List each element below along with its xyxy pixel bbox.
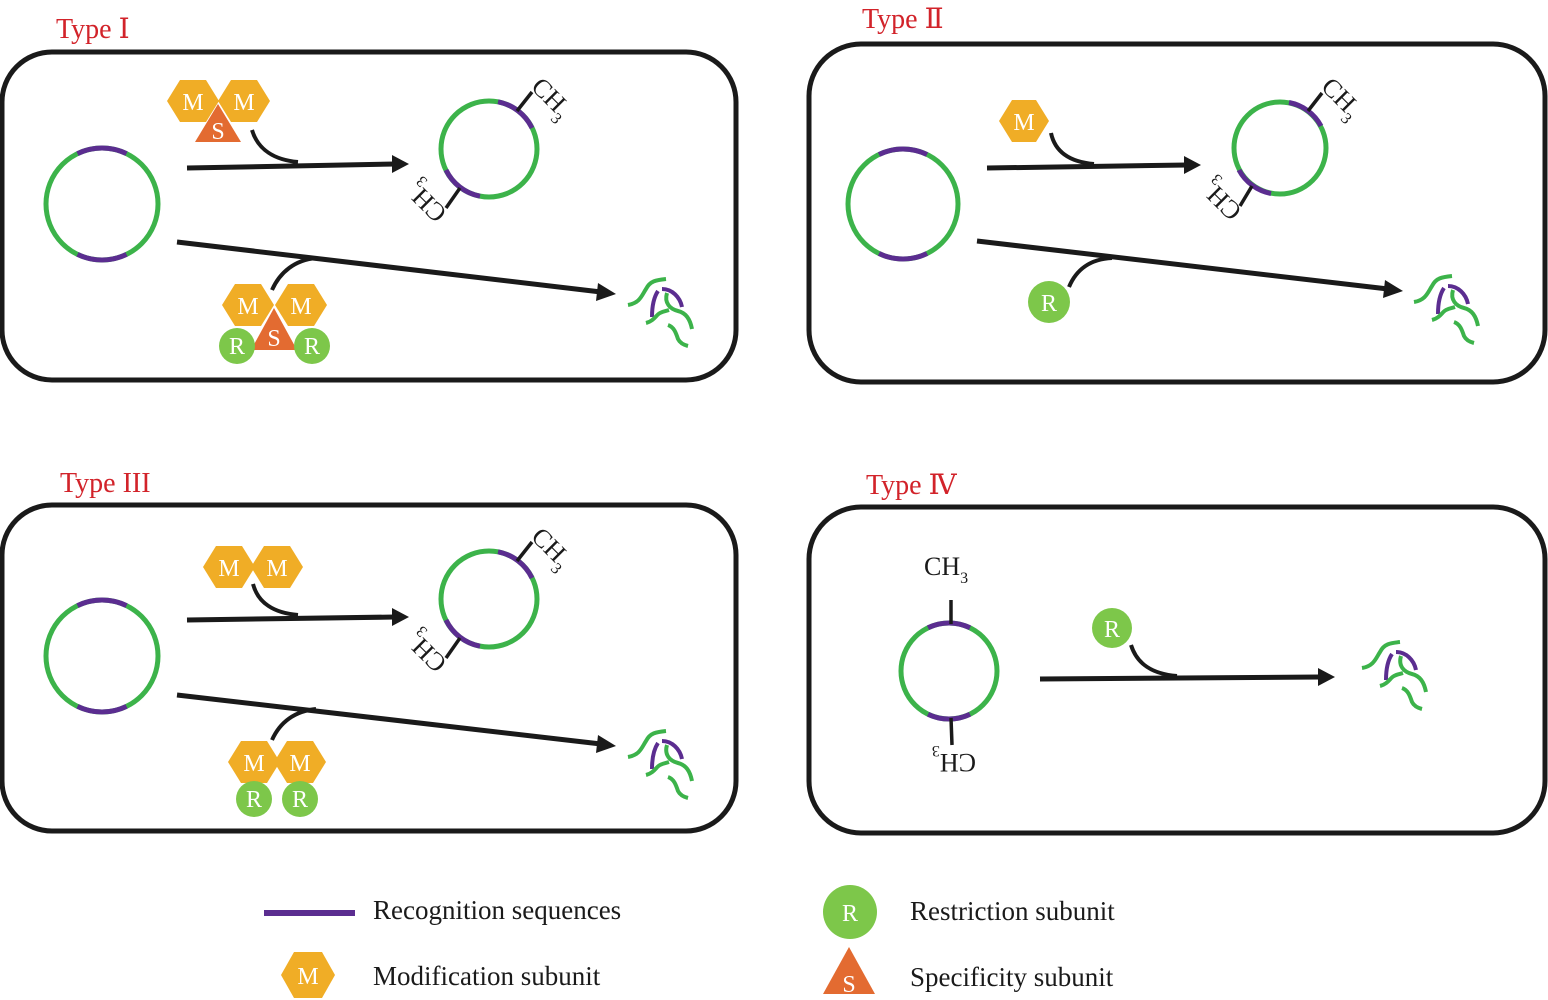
modification-subunit: M <box>275 284 327 326</box>
svg-text:Recognition sequences: Recognition sequences <box>373 895 621 925</box>
modification-arrow <box>986 132 1201 174</box>
svg-text:R: R <box>1104 617 1120 643</box>
cleaved-dna-fragments <box>626 277 694 348</box>
svg-text:M: M <box>233 90 254 116</box>
svg-text:S: S <box>267 326 280 352</box>
restriction-circle-icon: R <box>823 885 877 939</box>
plasmid-methylated: CH3 CH3 <box>1201 72 1368 227</box>
legend-item-modification: M Modification subunit <box>281 952 601 998</box>
methyltransferase-complex: M M S <box>167 80 270 145</box>
legend-item-recognition: Recognition sequences <box>264 895 621 925</box>
modification-arrow <box>186 583 409 626</box>
restriction-subunit: R <box>1028 281 1070 323</box>
svg-text:M: M <box>289 751 310 777</box>
plasmid-unmethylated <box>43 145 161 263</box>
modification-subunit: M <box>222 284 274 326</box>
modification-subunit: M <box>999 100 1049 142</box>
specificity-subunit: S <box>195 104 241 145</box>
methyl-group-label: CH3 <box>932 742 976 777</box>
modification-subunit: M <box>228 741 280 783</box>
cleaved-dna-fragments <box>1412 274 1480 345</box>
legend: Recognition sequences M Modification sub… <box>264 885 1115 998</box>
cell-outline <box>0 502 739 834</box>
svg-text:R: R <box>246 787 262 813</box>
restriction-arrow <box>1039 644 1335 686</box>
restriction-arrow <box>176 692 616 753</box>
restriction-enzyme-complex: M M R R <box>228 741 326 817</box>
svg-text:R: R <box>292 787 308 813</box>
methyltransferase-complex: M M <box>203 546 303 588</box>
restriction-subunit: R <box>236 781 272 817</box>
restriction-arrow <box>176 239 616 301</box>
cell-outline <box>0 49 739 383</box>
modification-hexagon-icon: M <box>281 952 335 998</box>
svg-text:R: R <box>842 901 858 927</box>
svg-text:M: M <box>237 294 258 320</box>
panel-type-4: Type Ⅳ CH3 CH3 R <box>806 470 1548 836</box>
cell-outline <box>806 504 1548 836</box>
modification-subunit: M <box>218 80 270 122</box>
plasmid-unmethylated <box>845 146 961 262</box>
svg-text:M: M <box>290 294 311 320</box>
plasmid-unmethylated <box>43 597 161 715</box>
specificity-triangle-icon: S <box>823 947 875 998</box>
methyl-group-label: CH3 <box>522 522 578 578</box>
svg-text:R: R <box>1041 291 1057 317</box>
plasmid-methylated: CH3 CH3 <box>401 522 578 679</box>
modification-subunit: M <box>274 741 326 783</box>
restriction-subunit: R <box>219 328 255 364</box>
methyl-group-label: CH3 <box>924 552 968 587</box>
panel-type-3: Type III M M <box>0 468 739 834</box>
svg-text:S: S <box>211 119 224 145</box>
svg-text:S: S <box>842 972 855 998</box>
cleaved-dna-fragments <box>1360 640 1428 711</box>
modification-subunit: M <box>251 546 303 588</box>
panel-type-2: Type Ⅱ M CH3 CH3 <box>806 4 1548 385</box>
restriction-subunit: R <box>294 328 330 364</box>
svg-text:Modification subunit: Modification subunit <box>373 961 601 991</box>
svg-text:M: M <box>182 90 203 116</box>
svg-text:M: M <box>243 751 264 777</box>
legend-item-restriction: R Restriction subunit <box>823 885 1115 939</box>
cell-outline <box>806 41 1548 385</box>
restriction-enzyme-complex: M M S R R <box>219 284 330 364</box>
panel-title: Type Ⅰ <box>56 14 130 45</box>
svg-text:R: R <box>229 334 245 360</box>
panel-title: Type III <box>60 468 151 499</box>
restriction-subunit: R <box>282 781 318 817</box>
restriction-subunit: R <box>1092 608 1132 648</box>
svg-text:M: M <box>266 556 287 582</box>
modification-subunit: M <box>167 80 219 122</box>
panel-title: Type Ⅱ <box>862 4 944 35</box>
svg-text:M: M <box>297 964 318 990</box>
svg-text:M: M <box>1013 110 1034 136</box>
modification-arrow <box>186 129 409 173</box>
svg-text:Restriction subunit: Restriction subunit <box>910 896 1115 926</box>
cleaved-dna-fragments <box>626 729 694 800</box>
panel-title: Type Ⅳ <box>866 470 958 501</box>
methyl-group-label: CH3 <box>401 622 457 678</box>
methyl-group-label: CH3 <box>1312 72 1368 128</box>
methyl-group-label: CH3 <box>522 72 578 128</box>
modification-subunit: M <box>203 546 255 588</box>
restriction-arrow <box>976 238 1403 298</box>
plasmid-methylated: CH3 CH3 <box>401 72 578 229</box>
plasmid-methylated: CH3 CH3 <box>898 552 1000 777</box>
panel-type-1: Type Ⅰ M M S <box>0 14 739 383</box>
svg-text:M: M <box>218 556 239 582</box>
methyl-group-label: CH3 <box>401 172 457 228</box>
specificity-subunit: S <box>251 308 297 352</box>
legend-item-specificity: S Specificity subunit <box>823 947 1114 998</box>
svg-text:Specificity subunit: Specificity subunit <box>910 962 1114 992</box>
svg-text:R: R <box>304 334 320 360</box>
